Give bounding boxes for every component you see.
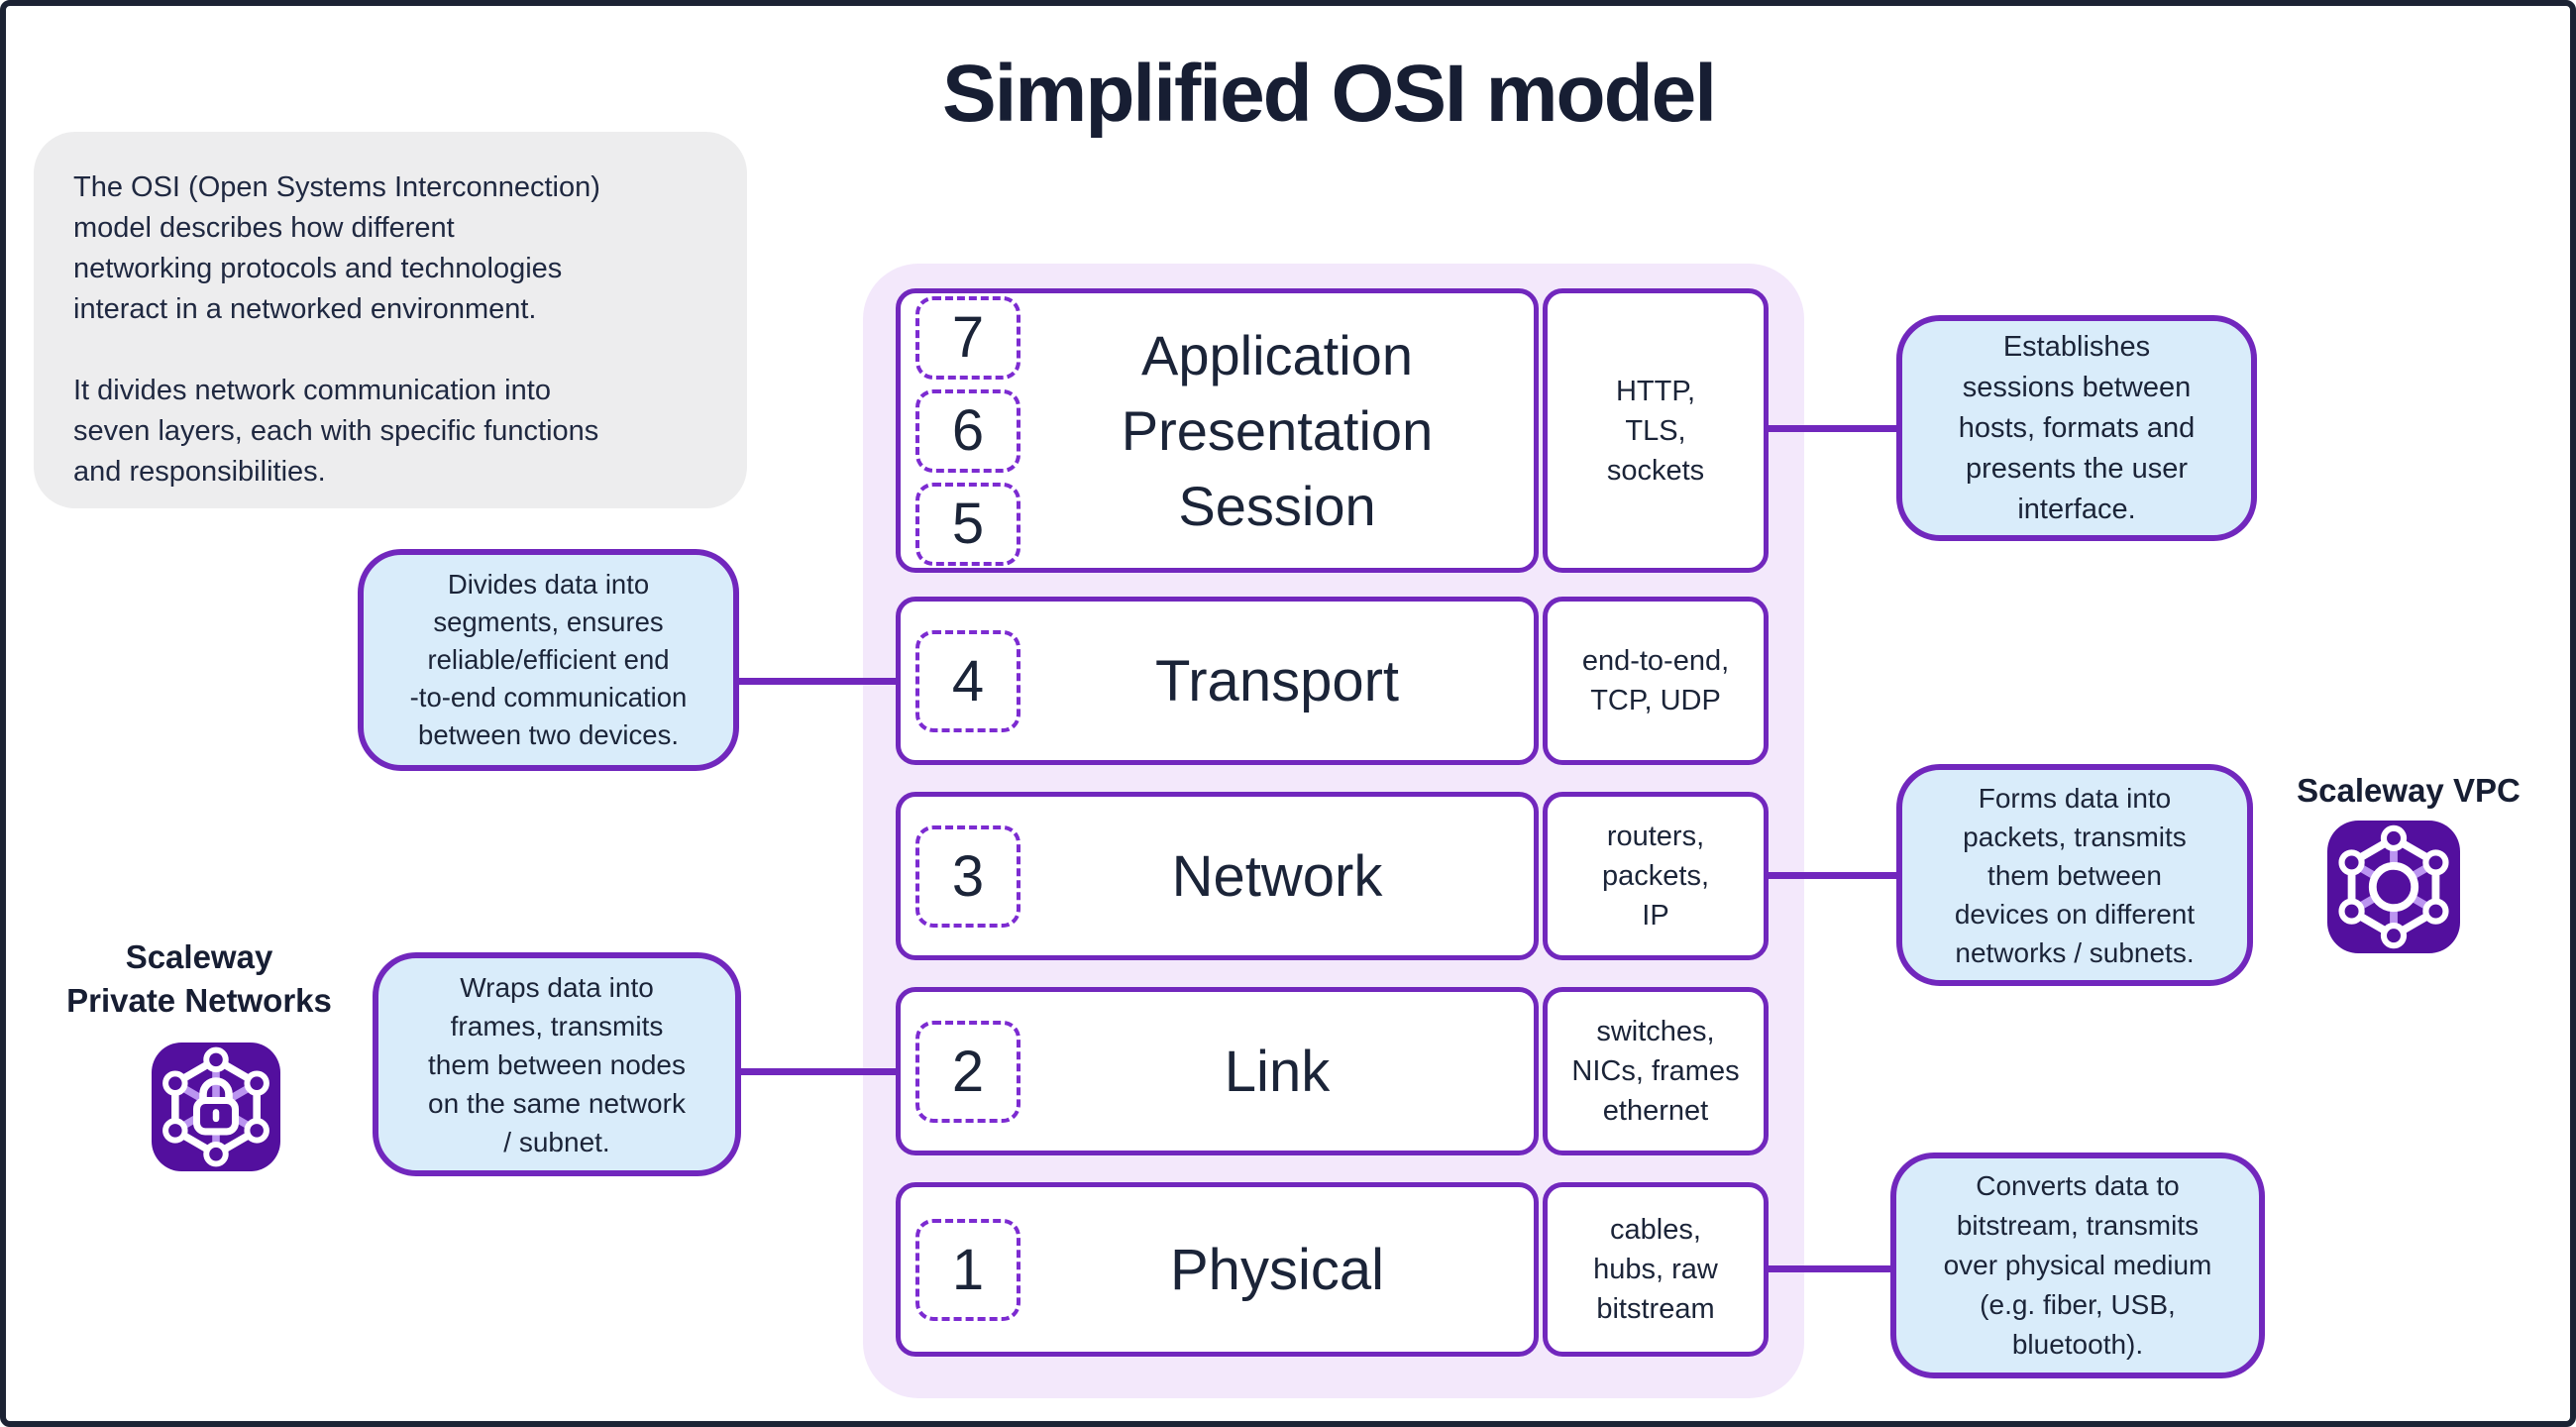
scaleway-private-networks-label: Scaleway Private Networks	[66, 938, 332, 1019]
scaleway-private-networks-icon	[152, 1043, 280, 1171]
page-title: Simplified OSI model	[941, 49, 1717, 139]
callout-physical-description: Converts data to bitstream, transmits ov…	[1890, 1153, 2265, 1378]
scaleway-vpc-label: Scaleway VPC	[2297, 772, 2521, 809]
layer-name: Physical	[1170, 1237, 1384, 1302]
layer-protocols: end-to-end, TCP, UDP	[1543, 597, 1769, 765]
layer-number-5: 5	[915, 482, 1020, 566]
layer-box: 4 Transport	[896, 597, 1539, 765]
layer-protocols: HTTP, TLS, sockets	[1543, 288, 1769, 573]
layer-box: 7 6 5 Application Presentation Session	[896, 288, 1539, 573]
layer-number-2: 2	[915, 1020, 1020, 1123]
layer-row-application-presentation-session: 7 6 5 Application Presentation Session H…	[896, 288, 1769, 573]
layer-number-column: 4	[915, 629, 1020, 732]
layer-number-3: 3	[915, 824, 1020, 928]
callout-link-description: Wraps data into frames, transmits them b…	[373, 952, 741, 1176]
callout-session-description: Establishes sessions between hosts, form…	[1896, 315, 2257, 541]
connector-session-callout	[1758, 425, 1900, 432]
scaleway-vpc-icon	[2327, 821, 2460, 953]
layer-protocols: switches, NICs, frames ethernet	[1543, 987, 1769, 1155]
layer-row-transport: 4 Transport end-to-end, TCP, UDP	[896, 597, 1769, 765]
layer-number-1: 1	[915, 1218, 1020, 1321]
connector-transport-callout	[735, 678, 900, 685]
osi-intro-box: The OSI (Open Systems Interconnection) m…	[34, 132, 747, 508]
layer-box: 3 Network	[896, 792, 1539, 960]
connector-network-callout	[1758, 872, 1900, 879]
layer-name: Transport	[1154, 648, 1400, 714]
layer-name: Application Presentation Session	[1121, 323, 1434, 537]
layer-number-column: 7 6 5	[915, 295, 1020, 566]
layer-row-network: 3 Network routers, packets, IP	[896, 792, 1769, 960]
layer-number-column: 3	[915, 824, 1020, 928]
layer-row-link: 2 Link switches, NICs, frames ethernet	[896, 987, 1769, 1155]
layer-protocols: routers, packets, IP	[1543, 792, 1769, 960]
connector-link-callout	[735, 1068, 900, 1075]
layer-number-column: 1	[915, 1218, 1020, 1321]
layer-number-4: 4	[915, 629, 1020, 732]
layer-name: Link	[1224, 1039, 1331, 1104]
layer-box: 2 Link	[896, 987, 1539, 1155]
layer-name: Network	[1171, 843, 1383, 909]
layer-number-column: 2	[915, 1020, 1020, 1123]
layer-box: 1 Physical	[896, 1182, 1539, 1357]
layer-row-physical: 1 Physical cables, hubs, raw bitstream	[896, 1182, 1769, 1357]
layer-number-7: 7	[915, 295, 1020, 380]
layer-protocols: cables, hubs, raw bitstream	[1543, 1182, 1769, 1357]
callout-transport-description: Divides data into segments, ensures reli…	[358, 549, 739, 771]
connector-physical-callout	[1758, 1265, 1900, 1272]
layer-number-6: 6	[915, 388, 1020, 473]
callout-network-description: Forms data into packets, transmits them …	[1896, 764, 2253, 986]
